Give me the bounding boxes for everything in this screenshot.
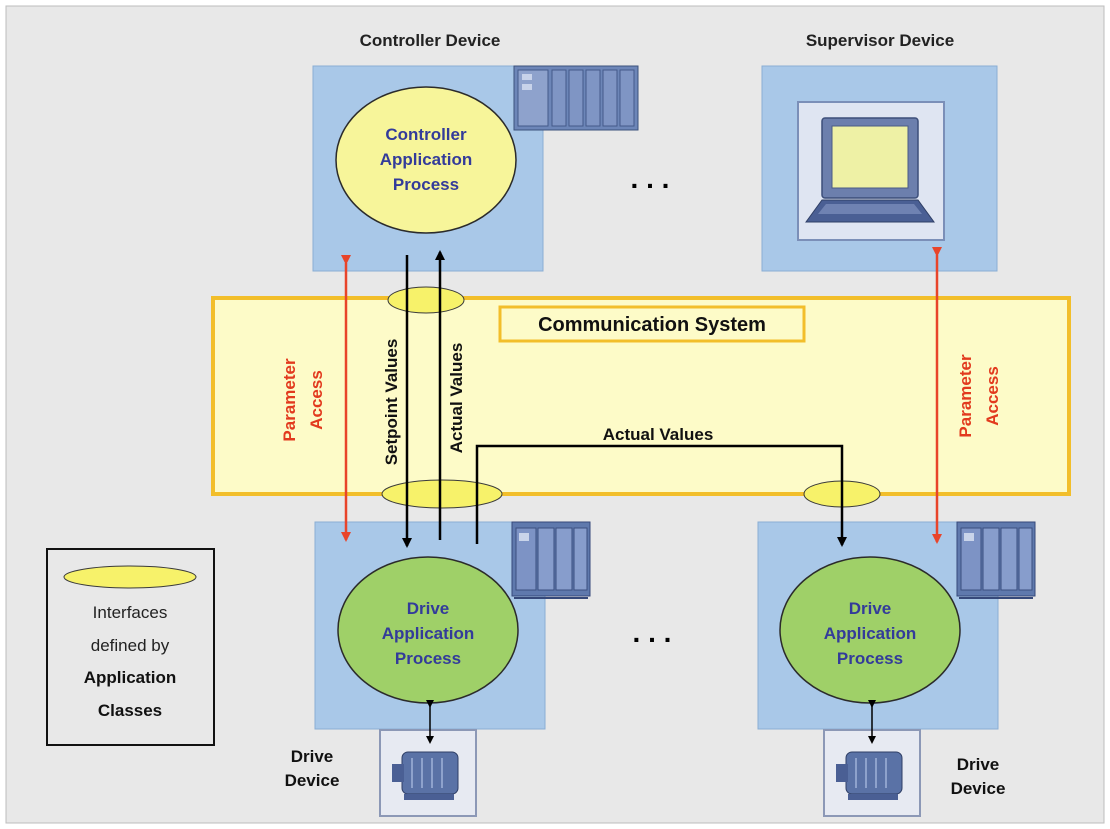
drive-device-label-right-line1: Drive [957, 755, 1000, 774]
interface-ellipse-controller [387, 286, 465, 314]
motor-icon [823, 729, 921, 817]
controller-process-line2: Application [380, 150, 473, 169]
ellipsis-top: . . . [631, 163, 670, 194]
controller-application-process [335, 86, 517, 234]
legend: Interfaces defined by Application Classe… [46, 548, 215, 746]
legend-interface-swatch [63, 565, 197, 589]
parameter-access-right-line1: Parameter [956, 354, 975, 438]
drive-process-right-line3: Process [837, 649, 903, 668]
motor-icon [379, 729, 477, 817]
communication-system-title: Communication System [538, 314, 766, 336]
legend-line3: Application [84, 668, 177, 687]
plc-rack-icon [513, 65, 639, 131]
drive-process-left-line3: Process [395, 649, 461, 668]
drive-process-right-line2: Application [824, 624, 917, 643]
controller-process-line1: Controller [385, 125, 467, 144]
setpoint-values-label: Setpoint Values [382, 339, 401, 466]
legend-line2: defined by [91, 636, 170, 655]
ellipsis-bottom: . . . [633, 617, 672, 648]
communication-system-title-box [498, 305, 806, 343]
drive-process-left-line2: Application [382, 624, 475, 643]
controller-process-line3: Process [393, 175, 459, 194]
controller-device-title: Controller Device [360, 31, 501, 50]
legend-line4: Classes [98, 701, 162, 720]
actual-values-arrow-horizontal [475, 444, 847, 547]
drive-process-left-line1: Drive [407, 599, 450, 618]
drive-module-icon [956, 521, 1036, 599]
drive-device-label-left-line2: Device [285, 771, 340, 790]
laptop-icon [797, 101, 945, 241]
supervisor-device-title: Supervisor Device [806, 31, 954, 50]
actual-values-label-horizontal: Actual Values [603, 425, 714, 444]
actual-values-label-vertical: Actual Values [447, 343, 466, 454]
parameter-access-left-line2: Access [307, 370, 326, 430]
parameter-access-right-line2: Access [983, 366, 1002, 426]
drive-device-label-left-line1: Drive [291, 747, 334, 766]
drive-module-icon [511, 521, 591, 599]
drive-process-right-line1: Drive [849, 599, 892, 618]
parameter-access-left-line1: Parameter [280, 358, 299, 442]
drive-device-label-right-line2: Device [951, 779, 1006, 798]
interface-ellipse-drive-left [381, 479, 503, 509]
legend-line1: Interfaces [93, 603, 168, 622]
